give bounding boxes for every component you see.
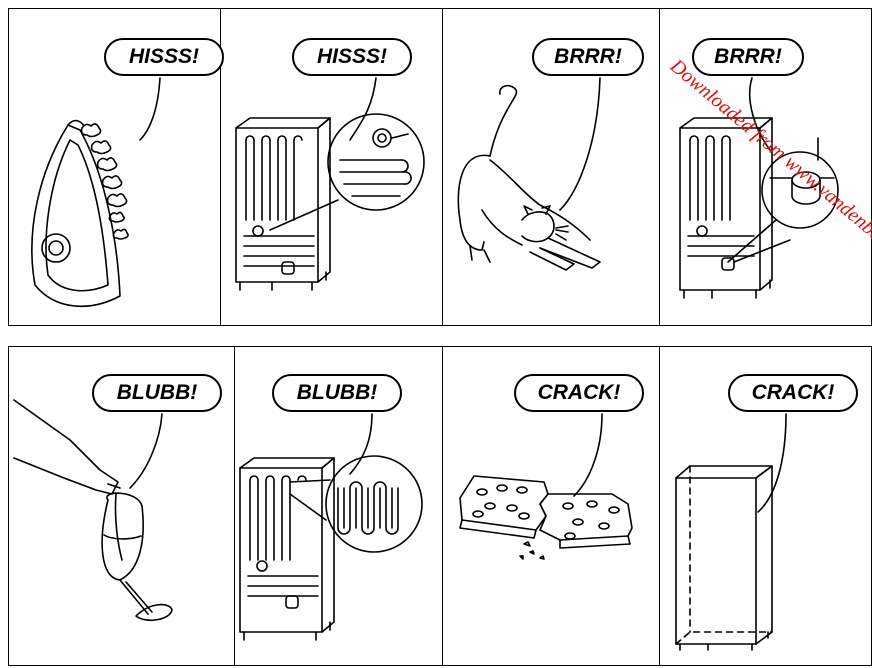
cat-illustration <box>458 78 600 270</box>
speech-bubble-crack: CRACK! <box>728 374 858 412</box>
fridge-blubb-illustration <box>240 414 422 640</box>
wine-illustration <box>14 400 172 620</box>
speech-bubble-blubb: BLUBB! <box>272 374 402 412</box>
speech-bubble-hisss: HISSS! <box>292 38 412 76</box>
fridge-hiss-illustration <box>236 78 424 290</box>
speech-bubble-brrr: BRRR! <box>692 38 804 76</box>
speech-bubble-blubb: BLUBB! <box>92 374 222 412</box>
speech-bubble-crack: CRACK! <box>514 374 644 412</box>
iron-illustration <box>32 78 160 306</box>
speech-bubble-brrr: BRRR! <box>532 38 644 76</box>
fridge-crack-illustration <box>676 414 786 650</box>
speech-bubble-hisss: HISSS! <box>104 38 224 76</box>
ice-illustration <box>460 414 632 559</box>
